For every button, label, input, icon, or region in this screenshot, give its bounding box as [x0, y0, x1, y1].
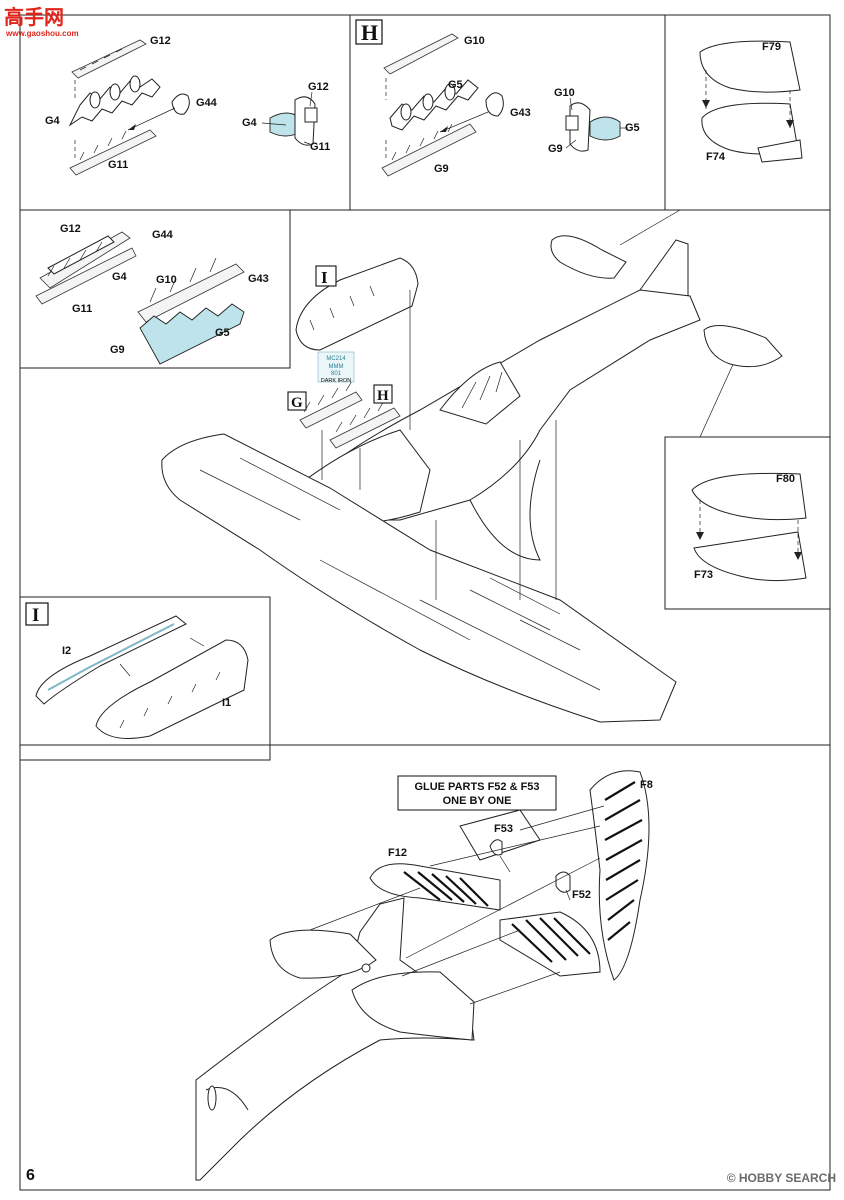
part-label-g10-assembled: G10 [156, 274, 177, 286]
part-label-g11: G11 [108, 159, 128, 171]
part-label-g44-assembled: G44 [152, 229, 174, 241]
part-label-g12: G12 [150, 35, 171, 47]
part-label-g4: G4 [45, 115, 61, 127]
part-label-f52: F52 [572, 889, 591, 901]
part-label-g4-assembly: G4 [242, 117, 258, 129]
tail-assembly-section: GLUE PARTS F52 & F53 ONE BY ONE [195, 770, 653, 1181]
part-label-i2: I2 [62, 645, 71, 657]
part-label-g44: G44 [196, 97, 218, 109]
part-label-g43-assembled: G43 [248, 273, 269, 285]
part-label-f80: F80 [776, 473, 795, 485]
section-letter-h-main: H [377, 388, 389, 404]
part-label-g9-assembled: G9 [110, 344, 125, 356]
paint-code-tag: MC214 MMM 801 DARK IRON [317, 351, 355, 384]
panel-g-assembled: G12 G44 G4 G11 G10 G43 G5 G9 [35, 223, 269, 365]
section-letter-i: I [32, 605, 39, 626]
part-label-g43: G43 [510, 107, 531, 119]
elevator-f12 [369, 863, 501, 911]
part-label-f79: F79 [762, 41, 781, 53]
part-label-g4-assembled: G4 [112, 271, 128, 283]
part-label-g5: G5 [448, 79, 463, 91]
part-label-g9-assembly: G9 [548, 143, 563, 155]
part-label-g11-assembled: G11 [72, 303, 92, 315]
part-label-g5-assembled: G5 [215, 327, 230, 339]
part-label-g10: G10 [464, 35, 485, 47]
paint-code-mc: MC214 [326, 356, 346, 362]
panel-frames [19, 14, 831, 1191]
panel-i-detail: I I2 I1 [25, 602, 249, 739]
part-label-g12-assembly: G12 [308, 81, 329, 93]
rudder-f8 [589, 770, 650, 981]
part-label-f12: F12 [388, 847, 407, 859]
part-label-g10-assembly: G10 [554, 87, 575, 99]
panel-rudder-detail: F79 F74 [619, 40, 803, 246]
callout-note-line2: ONE BY ONE [443, 795, 512, 807]
watermark-logo: 高手网 www.gaoshou.com [4, 5, 79, 38]
part-label-g12-assembled: G12 [60, 223, 81, 235]
part-label-g11-assembly: G11 [310, 141, 330, 153]
part-label-f8: F8 [640, 779, 653, 791]
elevator-right [499, 911, 601, 977]
part-label-g5-assembly: G5 [625, 122, 640, 134]
part-label-f74: F74 [706, 151, 726, 163]
part-label-f53: F53 [494, 823, 513, 835]
watermark-url: www.gaoshou.com [5, 29, 79, 38]
panel-h-detail: H G10 G5 G43 G9 G10 G5 G9 [355, 19, 640, 177]
watermark-logo-text: 高手网 [4, 5, 64, 29]
section-letter-g: G [291, 395, 303, 411]
part-label-g9: G9 [434, 163, 449, 175]
watermark-hobbysearch: © HOBBY SEARCH [727, 1171, 836, 1185]
page-number: 6 [26, 1167, 35, 1184]
aircraft-main-assembly: I G H MC214 MMM 801 DARK IRON [161, 235, 783, 723]
panel-elevator-detail: F80 F73 [691, 359, 807, 582]
section-letter-h: H [361, 20, 378, 45]
section-letter-i-main: I [321, 268, 328, 287]
part-label-i1: I1 [222, 697, 231, 709]
panel-g-detail: G12 G4 G44 G11 G12 G4 G11 [45, 35, 330, 176]
part-label-f73: F73 [694, 569, 713, 581]
paint-code-number: 801 [331, 371, 342, 377]
paint-code-mmm: MMM [329, 364, 344, 370]
paint-code-name: DARK IRON [321, 378, 352, 384]
callout-note-line1: GLUE PARTS F52 & F53 [414, 781, 539, 793]
